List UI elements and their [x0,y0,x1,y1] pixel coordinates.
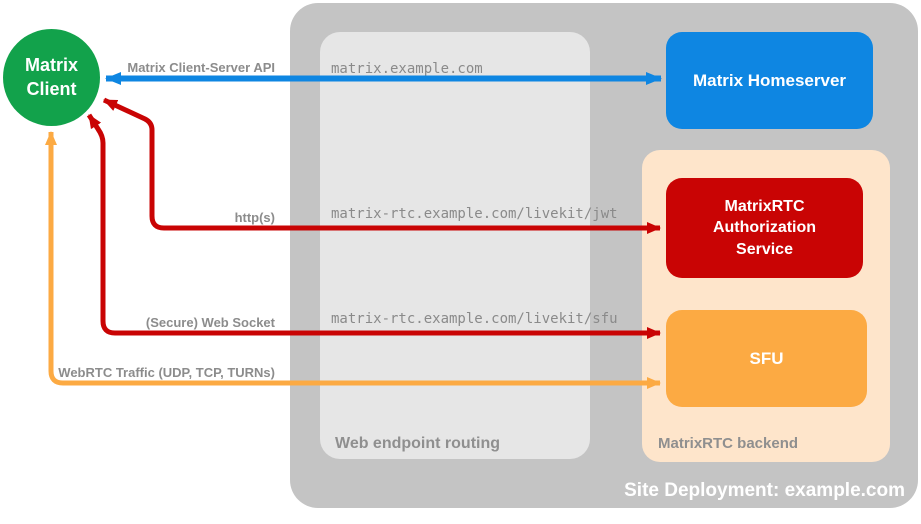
matrixrtc-auth-service-label: MatrixRTC Authorization Service [712,197,817,258]
matrix-client-label-line1: Matrix [24,55,78,76]
label-webrtc-traffic: WebRTC Traffic (UDP, TCP, TURNs) [58,365,275,380]
endpoint-matrix: matrix.example.com [331,61,483,77]
sfu-node: SFU [666,310,867,407]
label-web-socket: (Secure) Web Socket [145,315,275,330]
web-endpoint-routing-label: Web endpoint routing [335,435,501,452]
matrixrtc-backend-label: MatrixRTC backend [658,435,799,452]
matrix-client-label-line2: Client [26,78,77,99]
endpoint-livekit-jwt: matrix-rtc.example.com/livekit/jwt [331,206,618,222]
label-https: http(s) [234,210,275,225]
label-client-server-api: Matrix Client-Server API [127,60,275,75]
matrix-client-node: Matrix Client [3,29,100,126]
web-endpoint-routing-container [320,32,590,459]
matrix-homeserver-label: Matrix Homeserver [692,70,847,90]
sfu-label: SFU [749,348,784,368]
site-deployment-label: Site Deployment: example.com [624,480,905,501]
matrixrtc-auth-service-node: MatrixRTC Authorization Service [666,178,863,278]
endpoint-livekit-sfu: matrix-rtc.example.com/livekit/sfu [331,311,618,327]
matrix-homeserver-node: Matrix Homeserver [666,32,873,129]
